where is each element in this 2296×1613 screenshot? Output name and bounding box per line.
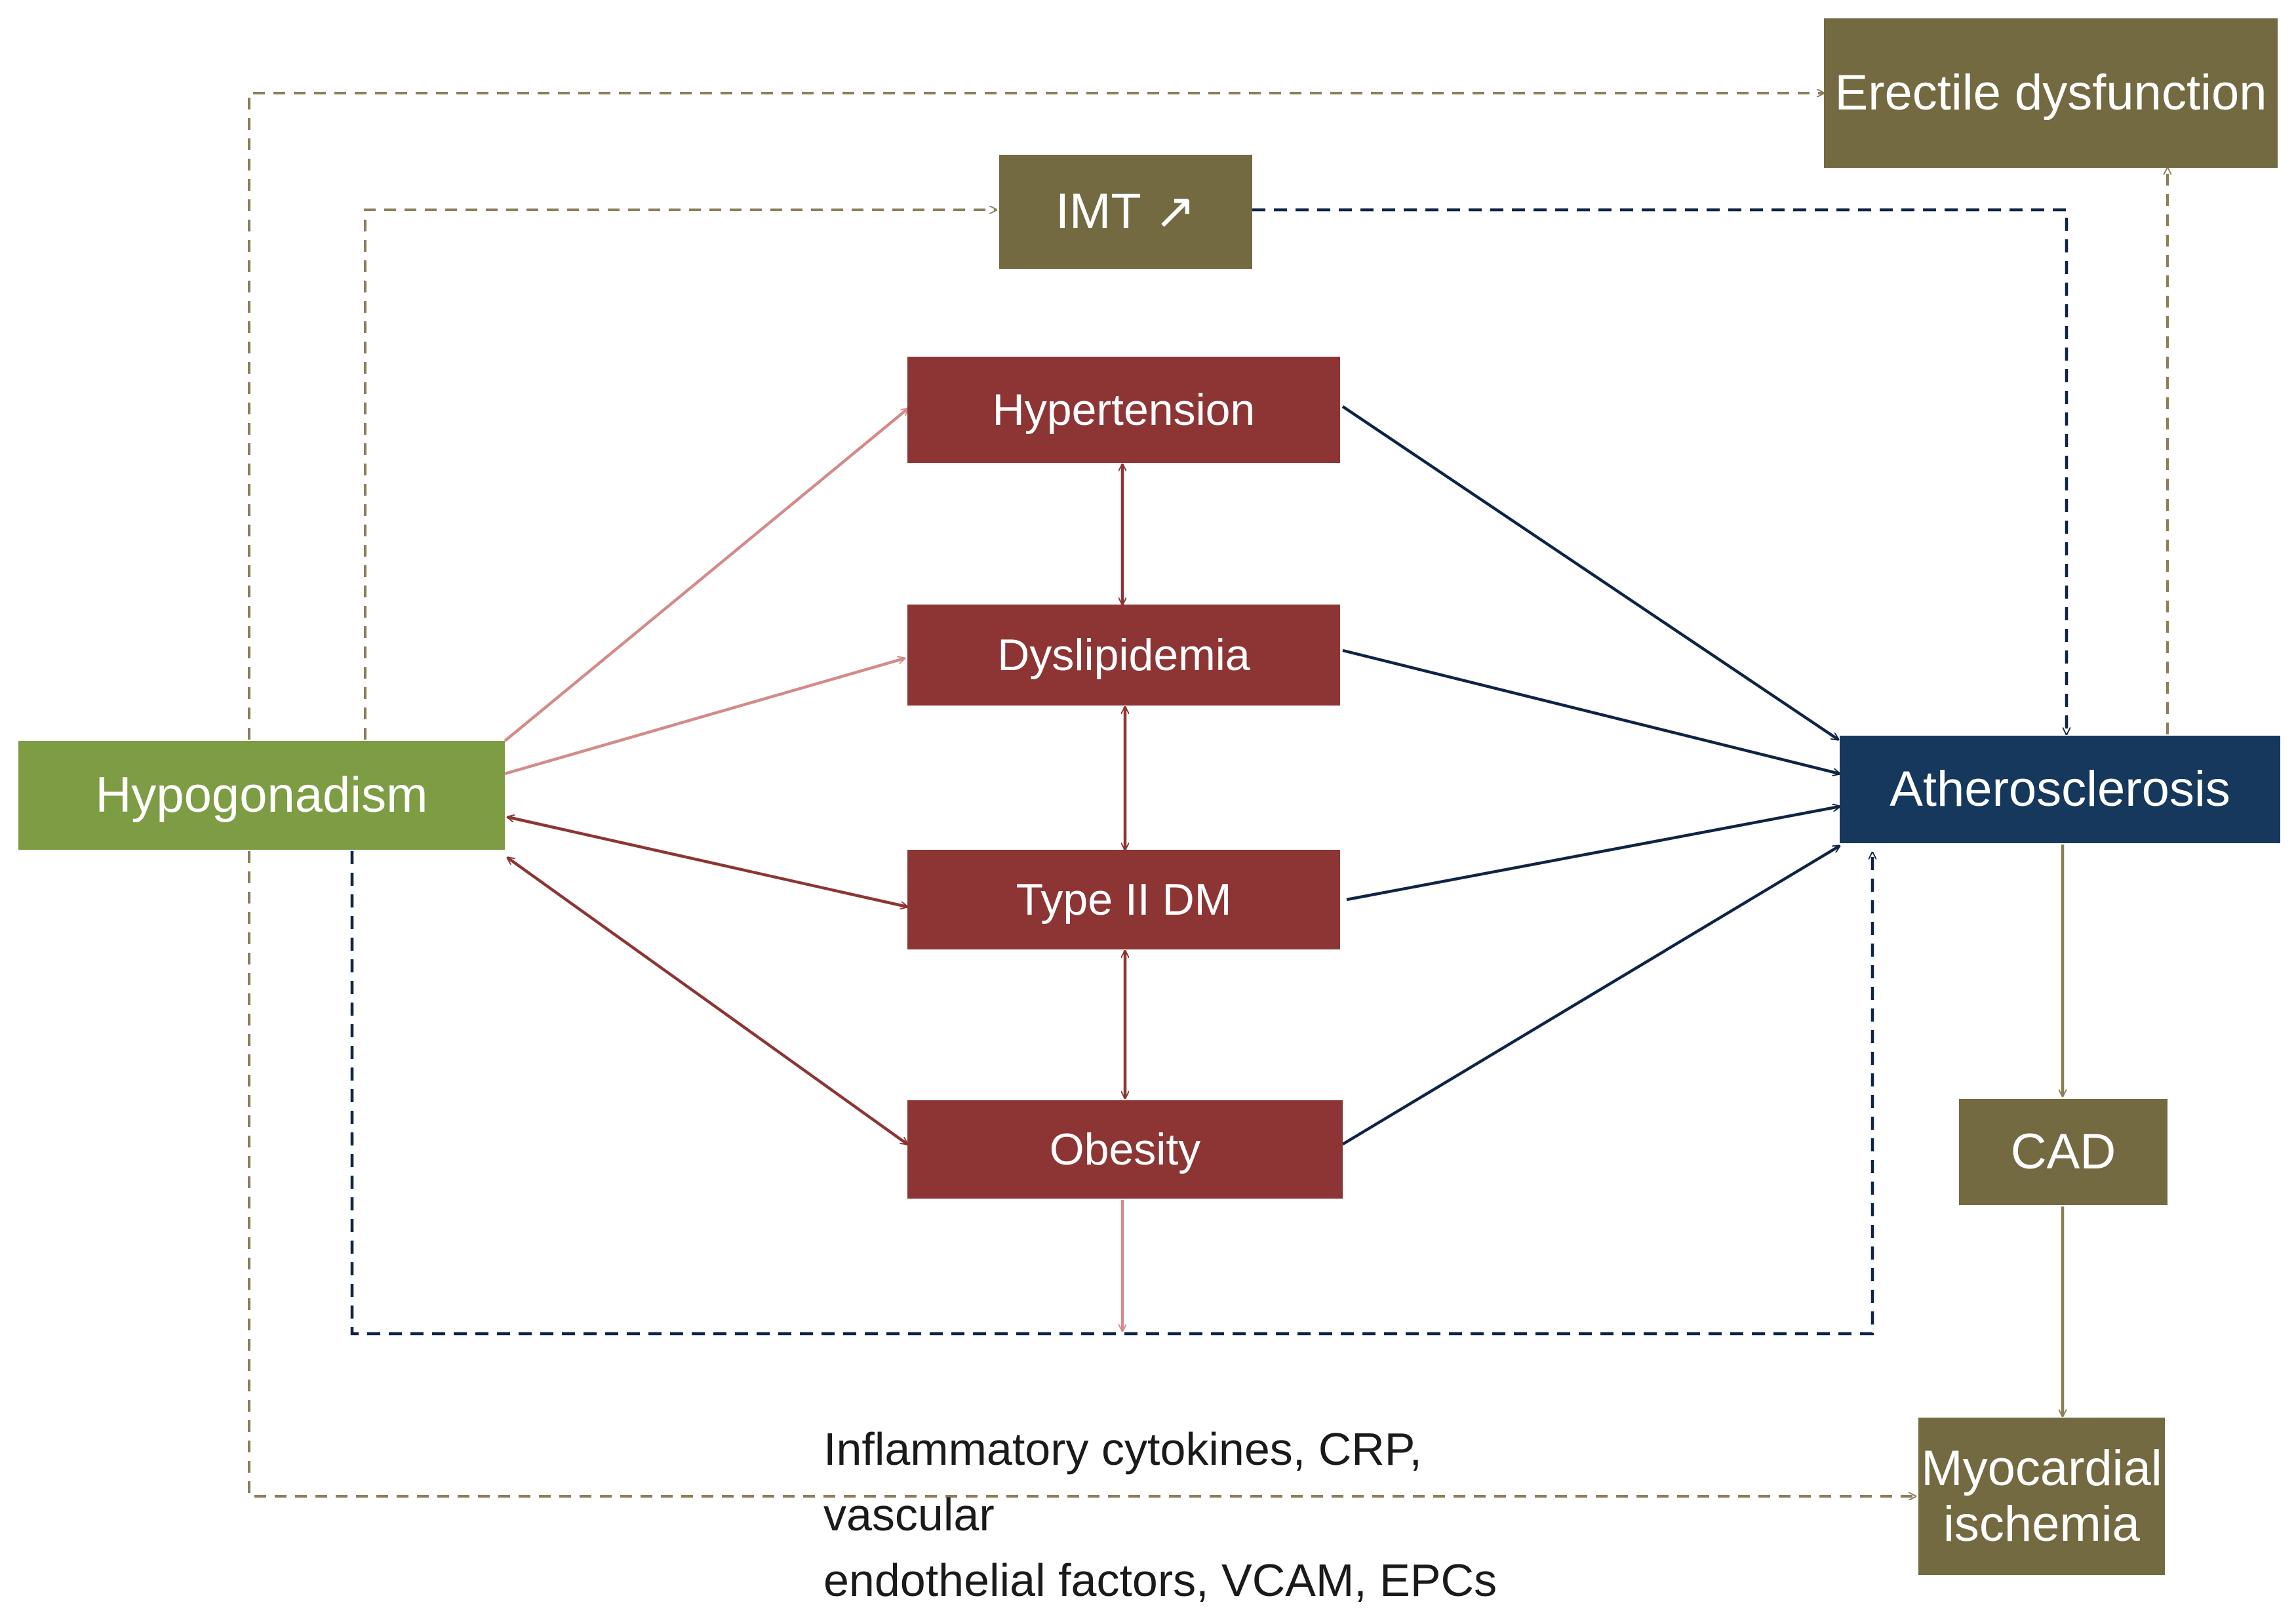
arrow-hypogonadism-hypertension bbox=[504, 408, 908, 742]
arrow-hypertension-atherosclerosis bbox=[1341, 405, 1838, 741]
arrow-hypogonadism-atherosclerosis bbox=[350, 851, 1872, 1336]
node-imt-label: IMT ↗ bbox=[1055, 184, 1197, 240]
node-hypertension-label: Hypertension bbox=[992, 384, 1256, 435]
node-hypogonadism: Hypogonadism bbox=[18, 741, 505, 850]
node-hypogonadism-label: Hypogonadism bbox=[95, 767, 428, 824]
node-type2dm-label: Type II DM bbox=[1016, 874, 1232, 925]
node-erectile-dysfunction-label: Erectile dysfunction bbox=[1834, 65, 2267, 121]
node-atherosclerosis: Atherosclerosis bbox=[1840, 736, 2280, 843]
arrow-hypogonadism-dyslipidemia bbox=[504, 658, 905, 776]
arrow-hypogonadism-erectile bbox=[248, 93, 1824, 740]
arrow-hypogonadism-myocardial bbox=[248, 851, 1916, 1496]
arrow-hypogonadism-imt bbox=[364, 210, 997, 740]
node-dyslipidemia-label: Dyslipidemia bbox=[997, 629, 1250, 680]
cytokines-annotation: Inflammatory cytokines, CRP, vascular en… bbox=[823, 1351, 1597, 1613]
node-erectile-dysfunction: Erectile dysfunction bbox=[1824, 18, 2278, 168]
cytokines-annotation-text: Inflammatory cytokines, CRP, vascular en… bbox=[823, 1424, 1497, 1606]
arrow-imt-atherosclerosis bbox=[1252, 208, 2067, 734]
node-hypertension: Hypertension bbox=[907, 357, 1340, 463]
node-dyslipidemia: Dyslipidemia bbox=[907, 605, 1340, 706]
node-type2dm: Type II DM bbox=[907, 850, 1340, 949]
arrow-hypogonadism-type2dm bbox=[507, 817, 907, 907]
node-myocardial-ischemia-label: Myocardial ischemia bbox=[1921, 1440, 2162, 1552]
arrow-obesity-atherosclerosis bbox=[1341, 845, 1840, 1145]
node-myocardial-ischemia: Myocardial ischemia bbox=[1918, 1418, 2165, 1575]
node-obesity: Obesity bbox=[907, 1100, 1343, 1199]
arrow-hypogonadism-obesity bbox=[507, 858, 907, 1144]
arrow-type2dm-atherosclerosis bbox=[1346, 806, 1840, 902]
node-imt: IMT ↗ bbox=[999, 155, 1252, 269]
node-obesity-label: Obesity bbox=[1049, 1124, 1201, 1174]
node-atherosclerosis-label: Atherosclerosis bbox=[1890, 761, 2230, 818]
node-cad-label: CAD bbox=[2010, 1124, 2116, 1180]
node-cad: CAD bbox=[1959, 1099, 2167, 1205]
arrow-dyslipidemia-atherosclerosis bbox=[1342, 648, 1840, 774]
